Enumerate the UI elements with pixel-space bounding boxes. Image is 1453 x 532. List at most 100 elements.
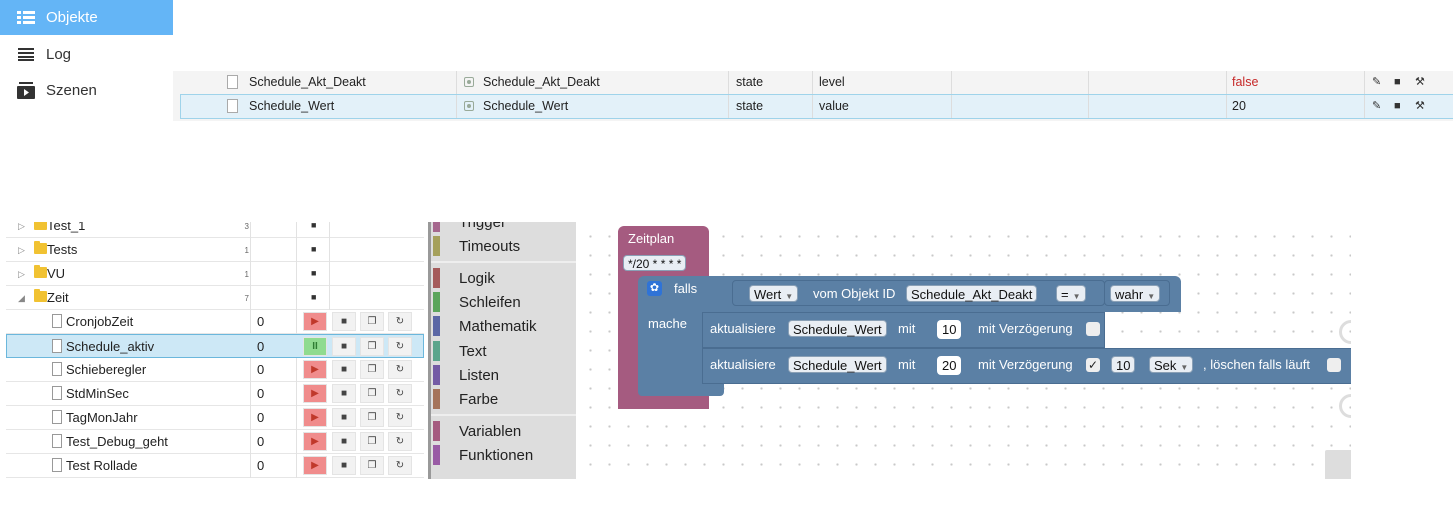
copy-button[interactable]: ❐ (360, 456, 384, 475)
tree-script[interactable]: CronjobZeit 0 ▶ ■ ❐ ↻ (6, 310, 424, 334)
zoom-out-icon[interactable] (1339, 394, 1351, 418)
expand-icon[interactable]: ▷ (18, 222, 25, 231)
expand-icon[interactable]: ▷ (18, 245, 25, 255)
trash-icon[interactable] (1325, 450, 1351, 479)
tree-folder[interactable]: ▷ Tests 1 ■ (6, 238, 424, 262)
toolbox-lists[interactable]: Listen (433, 364, 499, 386)
expand-icon[interactable]: ▷ (18, 269, 25, 279)
tree-script[interactable]: Schieberegler 0 ▶ ■ ❐ ↻ (6, 358, 424, 382)
object-id-field[interactable]: Schedule_Akt_Deakt (906, 285, 1038, 302)
delete-icon[interactable]: ■ (311, 244, 317, 254)
delete-button[interactable]: ■ (332, 432, 356, 451)
tree-script[interactable]: Schedule_aktiv 0 II ■ ❐ ↻ (6, 334, 424, 358)
toolbox-color[interactable]: Farbe (433, 388, 498, 410)
rename-button[interactable]: ↻ (388, 456, 412, 475)
rename-button[interactable]: ↻ (388, 408, 412, 427)
update-block[interactable]: aktualisiere Schedule_Wert mit 20 mit Ve… (702, 348, 1351, 384)
delete-button[interactable]: ■ (332, 360, 356, 379)
table-row[interactable]: Schedule_Wert Schedule_Wert state value … (180, 94, 1453, 119)
dropdown-arrow-icon: ▼ (1072, 292, 1081, 301)
nav-log[interactable]: Log (0, 37, 173, 72)
rename-button[interactable]: ↻ (388, 432, 412, 451)
object-type: state (736, 75, 764, 89)
play-button[interactable]: ▶ (303, 408, 327, 427)
nav-scenes[interactable]: Szenen (0, 73, 173, 108)
play-button[interactable]: ▶ (303, 360, 327, 379)
zoom-reset-icon[interactable] (1339, 320, 1351, 344)
table-row[interactable]: Schedule_Akt_Deakt Schedule_Akt_Deakt st… (181, 71, 1453, 94)
pause-button[interactable]: II (303, 337, 327, 356)
toolbox-trigger[interactable]: Trigger (433, 222, 506, 233)
object-value[interactable]: false (1232, 75, 1259, 89)
nav-objects[interactable]: Objekte (0, 0, 173, 35)
tree-folder[interactable]: ▷ VU 1 ■ (6, 262, 424, 286)
update-block[interactable]: aktualisiere Schedule_Wert mit 10 mit Ve… (702, 312, 1105, 348)
copy-button[interactable]: ❐ (360, 360, 384, 379)
play-button[interactable]: ▶ (303, 432, 327, 451)
tree-script[interactable]: Test_Debug_geht 0 ▶ ■ ❐ ↻ (6, 430, 424, 454)
delete-button[interactable]: ■ (332, 312, 356, 331)
gear-icon[interactable]: ✿ (647, 281, 662, 296)
toolbox-timeouts[interactable]: Timeouts (433, 235, 520, 257)
tree-script[interactable]: Test Rollade 0 ▶ ■ ❐ ↻ (6, 454, 424, 478)
delay-checkbox[interactable] (1086, 322, 1100, 336)
play-button[interactable]: ▶ (303, 312, 327, 331)
delete-icon[interactable]: ■ (1394, 76, 1401, 88)
compare-block[interactable]: Wert▼ vom Objekt ID Schedule_Akt_Deakt =… (732, 280, 1105, 306)
wrench-icon[interactable]: ⚒ (1415, 100, 1425, 112)
edit-icon[interactable]: ✎ (1372, 76, 1382, 88)
rename-button[interactable]: ↻ (388, 384, 412, 403)
delete-icon[interactable]: ■ (1394, 100, 1401, 112)
blockly-workspace[interactable]: Zeitplan */20 * * * * ✿ falls Wert▼ vom … (576, 222, 1351, 479)
rename-button[interactable]: ↻ (388, 337, 412, 356)
if-label: falls (674, 281, 698, 296)
delete-icon[interactable]: ■ (311, 268, 317, 278)
delete-button[interactable]: ■ (332, 384, 356, 403)
if-block[interactable]: ✿ falls Wert▼ vom Objekt ID Schedule_Akt… (638, 276, 1181, 312)
play-button[interactable]: ▶ (303, 384, 327, 403)
operator-dropdown[interactable]: =▼ (1056, 285, 1086, 302)
tree-folder[interactable]: ▷ Test_1 3 ■ (6, 222, 424, 238)
target-field[interactable]: Schedule_Wert (788, 356, 887, 373)
object-value[interactable]: 20 (1232, 99, 1246, 113)
tree-script[interactable]: TagMonJahr 0 ▶ ■ ❐ ↻ (6, 406, 424, 430)
delete-icon[interactable]: ■ (311, 292, 317, 302)
value-field[interactable]: 10 (937, 320, 962, 339)
tree-script[interactable]: StdMinSec 0 ▶ ■ ❐ ↻ (6, 382, 424, 406)
edit-icon[interactable]: ✎ (1372, 100, 1382, 112)
object-id: Schedule_Akt_Deakt (249, 75, 366, 89)
toolbox-variables[interactable]: Variablen (433, 420, 521, 442)
toolbox-loops[interactable]: Schleifen (433, 291, 521, 313)
delete-button[interactable]: ■ (332, 337, 356, 356)
cron-field[interactable]: */20 * * * * (623, 255, 687, 271)
if-body-rail: mache (638, 312, 704, 392)
true-block[interactable]: wahr▼ (1104, 280, 1170, 306)
copy-button[interactable]: ❐ (360, 337, 384, 356)
toolbox-text[interactable]: Text (433, 340, 487, 362)
target-field[interactable]: Schedule_Wert (788, 320, 887, 337)
copy-button[interactable]: ❐ (360, 432, 384, 451)
rename-button[interactable]: ↻ (388, 360, 412, 379)
tree-folder[interactable]: ◢ Zeit 7 ■ (6, 286, 424, 310)
play-button[interactable]: ▶ (303, 456, 327, 475)
clear-checkbox[interactable] (1327, 358, 1341, 372)
value-dropdown[interactable]: Wert▼ (749, 285, 799, 302)
collapse-icon[interactable]: ◢ (18, 293, 25, 303)
toolbox-functions[interactable]: Funktionen (433, 444, 533, 466)
unit-dropdown[interactable]: Sek▼ (1149, 356, 1194, 373)
rename-button[interactable]: ↻ (388, 312, 412, 331)
toolbox-logic[interactable]: Logik (433, 267, 495, 289)
delay-value-field[interactable]: 10 (1111, 356, 1136, 373)
copy-button[interactable]: ❐ (360, 312, 384, 331)
bool-dropdown[interactable]: wahr▼ (1110, 285, 1161, 302)
file-icon (227, 99, 238, 113)
delay-checkbox[interactable]: ✓ (1086, 358, 1100, 372)
value-field[interactable]: 20 (937, 356, 962, 375)
delete-button[interactable]: ■ (332, 456, 356, 475)
wrench-icon[interactable]: ⚒ (1415, 76, 1425, 88)
delete-icon[interactable]: ■ (311, 222, 317, 230)
copy-button[interactable]: ❐ (360, 384, 384, 403)
delete-button[interactable]: ■ (332, 408, 356, 427)
toolbox-math[interactable]: Mathematik (433, 315, 537, 337)
copy-button[interactable]: ❐ (360, 408, 384, 427)
